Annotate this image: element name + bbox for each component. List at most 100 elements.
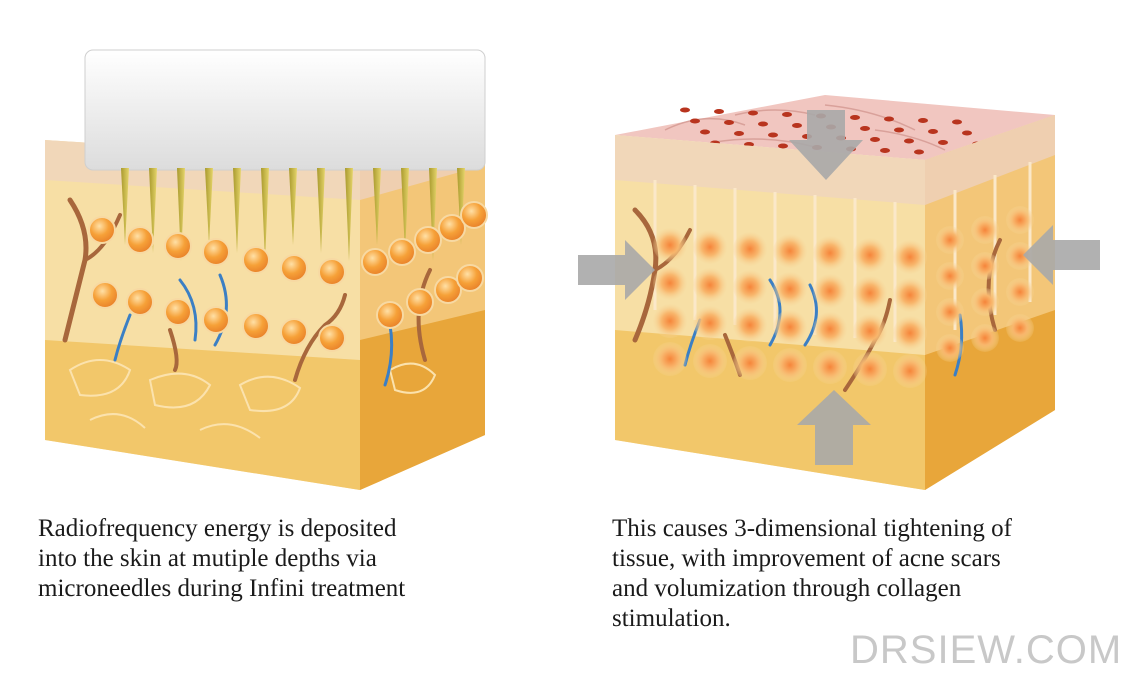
vessel-brown xyxy=(168,328,179,372)
stimulation-spot xyxy=(853,352,887,386)
stimulation-spot xyxy=(971,288,999,316)
energy-dot xyxy=(376,301,404,329)
stimulation-spot xyxy=(813,236,847,270)
microneedle xyxy=(261,168,269,261)
stimulation-spot xyxy=(936,298,964,326)
microneedle xyxy=(457,168,465,245)
fat-cells xyxy=(68,359,437,439)
pore xyxy=(914,149,924,155)
pore xyxy=(904,138,914,144)
stimulation-spot xyxy=(853,276,887,310)
energy-dot xyxy=(361,248,389,276)
pore xyxy=(700,129,710,135)
pore xyxy=(778,143,788,149)
energy-dot xyxy=(164,298,192,326)
microneedle xyxy=(233,168,241,253)
energy-dot xyxy=(434,276,462,304)
pore xyxy=(962,130,972,136)
stimulation-spot xyxy=(893,316,927,350)
stimulation-spot xyxy=(693,268,727,302)
energy-dot xyxy=(91,281,119,309)
pore xyxy=(724,120,734,125)
stimulation-spot xyxy=(653,228,687,262)
stimulation-spot xyxy=(853,238,887,272)
microneedles xyxy=(121,168,465,261)
rf-energy-dots xyxy=(88,201,488,352)
stimulation-spot xyxy=(1006,242,1034,270)
pore xyxy=(768,132,778,138)
vessel-brown xyxy=(293,293,347,382)
pore xyxy=(680,107,690,113)
blood-vessels xyxy=(62,197,432,387)
stimulation-spot xyxy=(693,306,727,340)
microneedle xyxy=(345,168,353,261)
vessel-blue xyxy=(178,278,198,342)
vessel-brown xyxy=(986,238,1002,332)
right-caption: This causes 3-dimensional tightening of … xyxy=(612,515,1012,632)
stimulation-spot xyxy=(971,324,999,352)
pore xyxy=(880,148,890,153)
energy-dot xyxy=(202,306,230,334)
energy-dot xyxy=(456,264,484,292)
pore xyxy=(928,129,938,134)
stimulation-spot xyxy=(733,270,767,304)
energy-dot xyxy=(164,232,192,260)
stimulation-spot xyxy=(653,304,687,338)
fat-layer xyxy=(45,340,360,490)
stimulation-spot xyxy=(936,334,964,362)
arrow-down-icon xyxy=(789,110,863,180)
skin-cross-section-tightened xyxy=(578,95,1100,490)
pore xyxy=(884,116,894,122)
pore xyxy=(850,115,860,120)
stimulation-spot xyxy=(1006,206,1034,234)
stimulation-spot xyxy=(653,266,687,300)
pore xyxy=(748,110,758,116)
vessel-blue xyxy=(383,323,394,387)
energy-dot xyxy=(406,288,434,316)
stimulation-spot xyxy=(1006,314,1034,342)
stimulation-spot xyxy=(733,232,767,266)
stimulation-spot xyxy=(733,308,767,342)
energy-dot xyxy=(126,288,154,316)
stimulation-spot xyxy=(813,274,847,308)
energy-dot xyxy=(242,312,270,340)
tightening-arrows xyxy=(578,110,1100,465)
vessel-blue xyxy=(113,313,132,362)
vessel-blue xyxy=(213,273,228,347)
vessel-blue xyxy=(768,278,782,347)
pore xyxy=(714,109,724,114)
microneedle xyxy=(373,168,381,245)
stimulation-spot xyxy=(773,234,807,268)
infini-handpiece xyxy=(84,49,486,171)
stimulation-spot xyxy=(693,344,727,378)
stimulation-spot xyxy=(733,346,767,380)
energy-dot xyxy=(318,324,346,352)
stimulation-spot xyxy=(813,312,847,346)
pore xyxy=(782,112,792,117)
stimulation-spot xyxy=(971,252,999,280)
energy-dot xyxy=(280,254,308,282)
stimulation-spot xyxy=(773,310,807,344)
energy-dot xyxy=(414,226,442,254)
stimulation-spot xyxy=(773,272,807,306)
energy-dot xyxy=(88,216,116,244)
energy-dot xyxy=(318,258,346,286)
pore xyxy=(860,126,870,131)
microneedle xyxy=(429,168,437,261)
microneedle xyxy=(289,168,297,245)
brand-watermark: DRSIEW.COM xyxy=(850,628,1123,672)
energy-dot xyxy=(202,238,230,266)
stimulation-spot xyxy=(936,262,964,290)
energy-dot xyxy=(280,318,308,346)
pore xyxy=(690,118,700,124)
microneedle xyxy=(149,168,157,253)
microneedle xyxy=(401,168,409,253)
stimulation-spot xyxy=(1006,278,1034,306)
pore xyxy=(758,121,768,127)
pore xyxy=(792,123,802,128)
stimulation-spot xyxy=(813,350,847,384)
arrow-left-icon xyxy=(1023,225,1100,285)
arrow-up-icon xyxy=(797,390,871,465)
skin-cross-section-treatment xyxy=(45,49,488,490)
energy-dot xyxy=(460,201,488,229)
